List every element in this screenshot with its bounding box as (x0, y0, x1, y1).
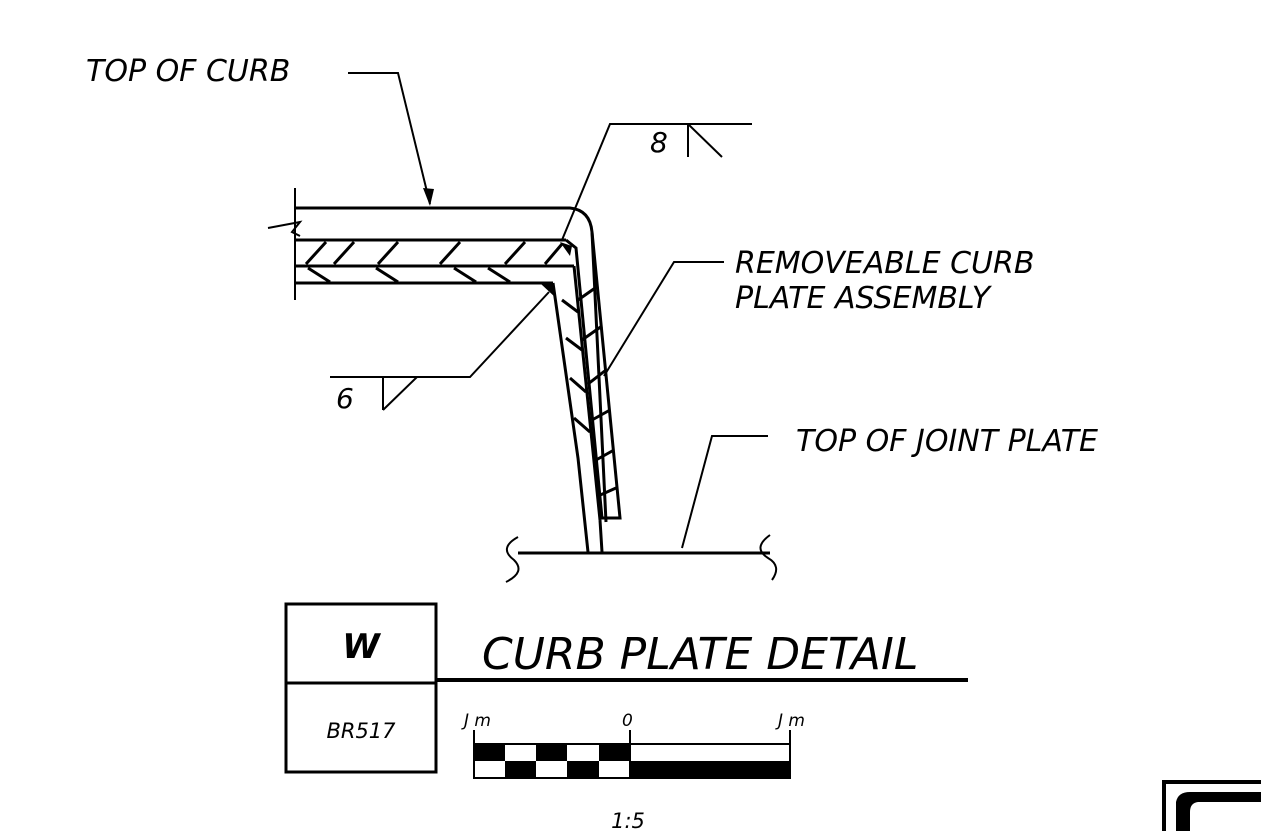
weld-fill-bottom (541, 284, 556, 298)
logo-cropped (1162, 780, 1261, 831)
label-removable-line1: REMOVEABLE CURB (735, 246, 1034, 281)
leader-weld-8 (561, 123, 752, 241)
label-weld-8: 8 (650, 126, 668, 159)
title-block-letter: W (342, 627, 381, 667)
vertical-plate-hatching (561, 284, 617, 498)
plate-hatching (304, 240, 564, 284)
detail-title: CURB PLATE DETAIL (482, 629, 918, 680)
vertical-plate (541, 231, 622, 553)
scale-bar (473, 730, 791, 779)
curb-section (267, 188, 608, 523)
scale-left-label: J m (461, 711, 491, 731)
label-top-of-joint-plate: TOP OF JOINT PLATE (796, 424, 1098, 459)
leader-top-of-curb (348, 72, 431, 205)
scale-right-label: J m (775, 711, 805, 731)
leader-weld-6 (330, 291, 550, 378)
weld-fill-top (560, 242, 572, 256)
label-top-of-curb: TOP OF CURB (86, 54, 290, 89)
leader-joint-plate (681, 435, 768, 549)
leader-removable-plate (603, 261, 724, 377)
leaders (330, 72, 768, 549)
label-weld-6: 6 (336, 382, 354, 415)
label-removable-line2: PLATE ASSEMBLY (735, 281, 993, 316)
title-block (284, 602, 968, 774)
title-block-sheet: BR517 (326, 719, 396, 743)
joint-plate-line (505, 534, 778, 583)
curb-top-edge (295, 206, 608, 523)
scale-center-label: 0 (622, 711, 633, 731)
scale-ratio: 1:5 (611, 809, 645, 831)
